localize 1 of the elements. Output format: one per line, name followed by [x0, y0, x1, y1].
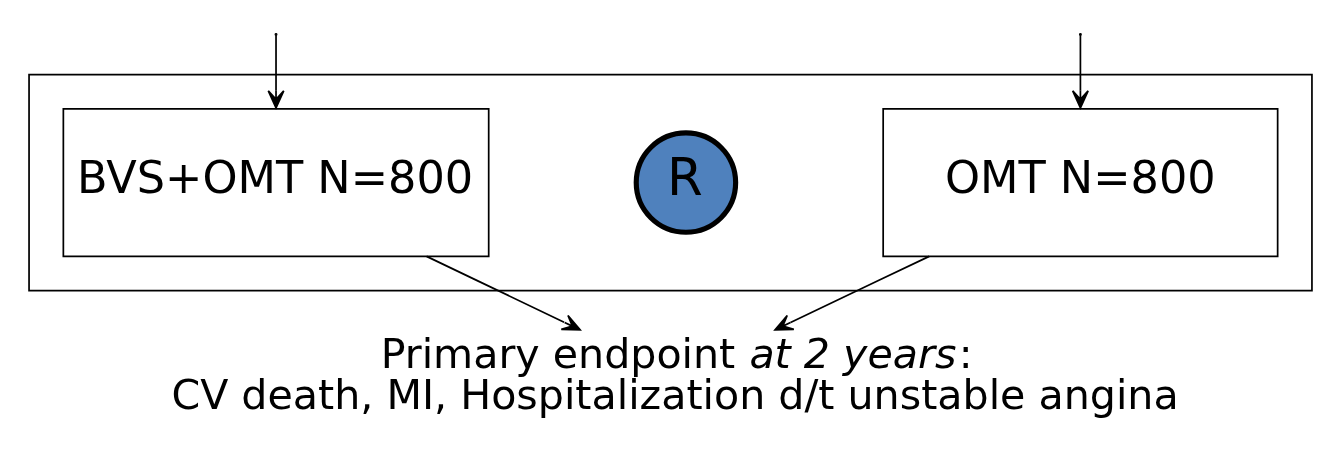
node-text: Primary endpoint at 2 years: CV death, MI, Hospitalization d/t unstable angina	[171, 330, 1179, 420]
